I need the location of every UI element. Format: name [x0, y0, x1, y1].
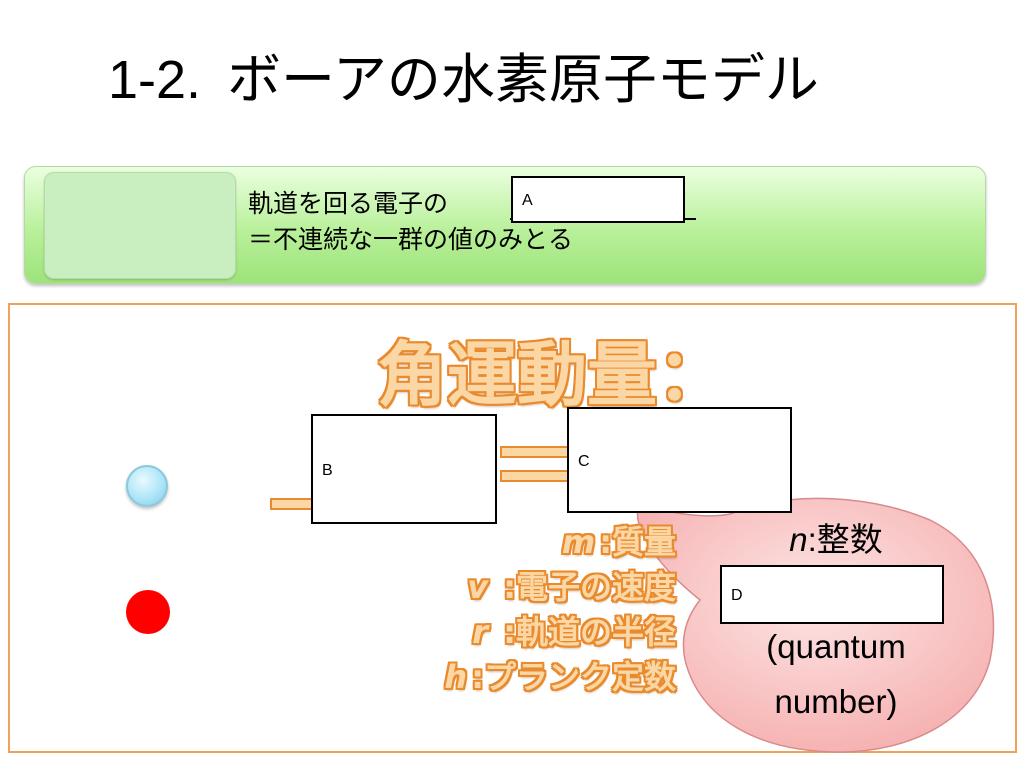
- nucleus-circle: [126, 465, 168, 507]
- definition-line-2: ＝不連続な一群の値のみとる: [248, 225, 574, 254]
- variable-row-r: r :軌道の半径: [472, 613, 676, 651]
- definition-text: 軌道を回る電子の ＝不連続な一群の値のみとる: [248, 186, 573, 258]
- bubble-quantum-line-1: (quantum: [766, 628, 906, 665]
- bubble-n-definition: n:整数: [789, 520, 883, 559]
- answer-box-a[interactable]: A: [511, 176, 685, 223]
- definition-panel-label-slot: [44, 172, 236, 279]
- answer-box-c-label: C: [578, 453, 590, 470]
- variable-legend: m:質量 v :電子の速度 r :軌道の半径 h:プランク定数: [418, 520, 676, 700]
- bubble-n-symbol: n: [789, 521, 808, 558]
- answer-box-d[interactable]: D: [720, 565, 944, 624]
- angular-momentum-heading: 角運動量：: [377, 334, 727, 416]
- variable-row-v: v :電子の速度: [467, 568, 676, 606]
- slide-title-text: ボーアの水素原子モデル: [227, 48, 819, 111]
- answer-box-c[interactable]: C: [567, 407, 792, 513]
- answer-box-a-label: A: [522, 192, 533, 209]
- electron-circle: [126, 590, 170, 634]
- slide-title: 1-2. ボーアの水素原子モデル: [108, 48, 819, 112]
- answer-box-d-label: D: [731, 587, 743, 604]
- variable-row-m: m:質量: [561, 523, 676, 561]
- variable-row-h: h:プランク定数: [444, 658, 676, 696]
- slide-title-number: 1-2.: [108, 50, 202, 110]
- bubble-quantum-line-2: number): [774, 683, 898, 720]
- definition-line-1: 軌道を回る電子の: [248, 189, 449, 218]
- answer-box-b-label: B: [322, 462, 333, 479]
- bubble-n-label: 整数: [816, 520, 883, 559]
- answer-box-b[interactable]: B: [311, 414, 497, 524]
